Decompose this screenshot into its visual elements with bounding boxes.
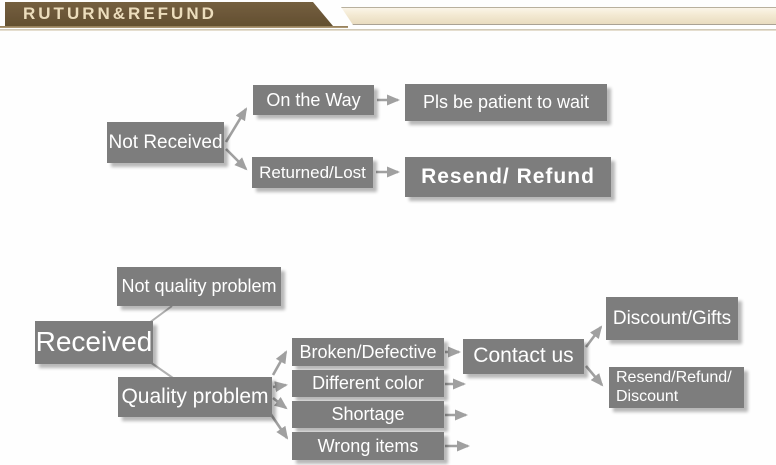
node-returned-lost: Returned/Lost: [252, 157, 373, 188]
node-not-received: Not Received: [107, 122, 224, 163]
header-divider-line: [0, 29, 776, 31]
node-discount-gifts: Discount/Gifts: [606, 297, 738, 340]
node-quality-problem: Quality problem: [118, 377, 272, 417]
node-wrong-items: Wrong items: [292, 432, 444, 460]
page-title: RUTURN&REFUND: [23, 4, 217, 23]
line-received-to-quality-problem: [149, 361, 174, 379]
banner-underline: [0, 26, 348, 28]
arrow-contact-us-to-resend-refund-discount: [585, 365, 604, 387]
node-resend-refund-discount: Resend/Refund/ Discount: [609, 367, 744, 408]
arrow-quality-to-shortage: [272, 396, 288, 410]
node-different-color: Different color: [292, 370, 444, 397]
arrow-not-received-to-on-the-way: [224, 107, 248, 143]
node-not-quality-problem: Not quality problem: [117, 267, 281, 306]
arrow-quality-to-broken-defective: [271, 350, 288, 376]
node-shortage: Shortage: [292, 401, 444, 428]
header-banner: RUTURN&REFUND: [5, 2, 333, 26]
arrow-contact-us-to-discount-gifts: [584, 325, 603, 348]
node-contact-us: Contact us: [463, 339, 584, 374]
arrow-quality-to-different-color: [272, 381, 288, 393]
node-broken-defective: Broken/Defective: [292, 338, 444, 366]
header-cream-bar: [341, 7, 776, 25]
node-on-the-way: On the Way: [253, 85, 374, 115]
node-resend-refund: Resend/ Refund: [405, 157, 611, 197]
arrow-not-received-to-returned-lost: [225, 148, 248, 171]
node-pls-be-patient: Pls be patient to wait: [405, 84, 607, 121]
arrow-quality-to-wrong-items: [268, 412, 289, 440]
node-received: Received: [35, 321, 153, 364]
